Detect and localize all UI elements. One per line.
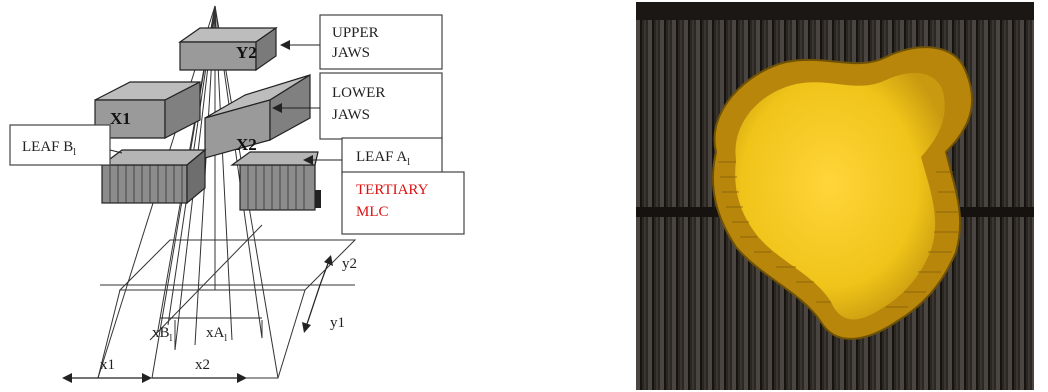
leaf-edges xyxy=(718,161,958,308)
axis-y2: y2 xyxy=(319,255,357,286)
field-projection xyxy=(97,224,357,379)
x1-jaw-label: X1 xyxy=(110,109,131,128)
label-leaf-a: LEAF Al xyxy=(303,137,443,175)
svg-text:MLC: MLC xyxy=(356,204,389,220)
x2-jaw: X2 xyxy=(204,73,311,159)
svg-text:x2: x2 xyxy=(195,357,210,373)
svg-text:xBl: xBl xyxy=(152,325,173,344)
label-lower-jaws: LOWER JAWS xyxy=(272,72,443,140)
x1-jaw: X1 xyxy=(94,81,201,139)
svg-text:y2: y2 xyxy=(342,256,357,272)
leaf-bank-b xyxy=(100,148,207,205)
y2-jaw-label: Y2 xyxy=(236,43,257,62)
svg-text:UPPER: UPPER xyxy=(332,25,379,41)
axis-xa: xAl xyxy=(196,317,262,344)
axis-x2: x2 xyxy=(152,357,247,383)
mlc-photograph xyxy=(636,2,1034,390)
svg-text:y1: y1 xyxy=(330,315,345,331)
axis-xb: xBl xyxy=(152,317,196,344)
svg-text:LEAF Bl: LEAF Bl xyxy=(22,139,76,158)
field-aperture xyxy=(735,73,945,320)
axis-y1: y1 xyxy=(302,284,345,333)
svg-text:x1: x1 xyxy=(100,357,115,373)
collimator-diagram: Y2 X1 X2 xyxy=(9,5,465,383)
x2-jaw-label: X2 xyxy=(236,135,257,154)
svg-text:xAl: xAl xyxy=(206,325,227,344)
label-leaf-b: LEAF Bl xyxy=(9,124,123,166)
leaf-bank-a xyxy=(230,151,321,211)
svg-text:TERTIARY: TERTIARY xyxy=(356,182,429,198)
svg-text:LOWER: LOWER xyxy=(332,85,385,101)
svg-text:LEAF Al: LEAF Al xyxy=(356,149,410,168)
label-upper-jaws: UPPER JAWS xyxy=(280,14,443,70)
axis-x1: x1 xyxy=(62,357,152,383)
svg-text:JAWS: JAWS xyxy=(332,107,370,123)
svg-text:JAWS: JAWS xyxy=(332,45,370,61)
y2-jaw: Y2 xyxy=(178,26,278,72)
label-tertiary-mlc: TERTIARY MLC xyxy=(341,171,465,235)
